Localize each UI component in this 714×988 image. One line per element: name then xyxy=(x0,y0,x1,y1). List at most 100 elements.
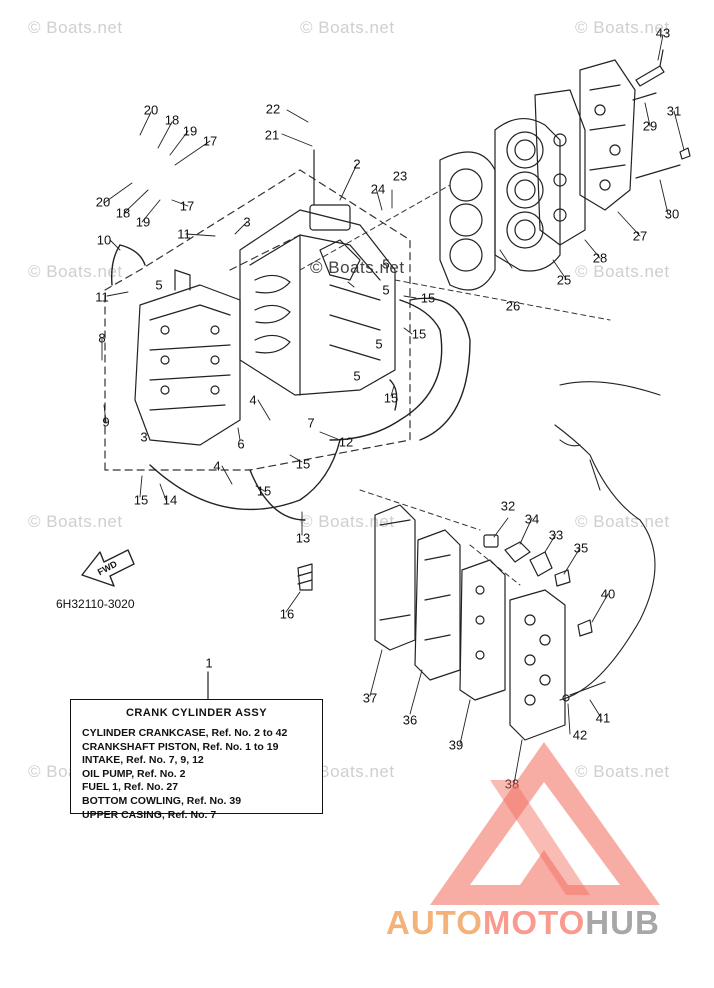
callout-14: 14 xyxy=(162,492,178,508)
callout-15: 15 xyxy=(420,290,436,306)
watermark-center: © Boats.net xyxy=(310,258,405,277)
automotohub-logo-text: AUTOMOTOHUB xyxy=(386,906,660,939)
callout-7: 7 xyxy=(307,415,315,431)
head-gasket-part xyxy=(439,151,496,291)
cylinder-crankcase-part xyxy=(239,149,396,396)
callout-6: 6 xyxy=(237,436,245,452)
reed-valve-plates xyxy=(374,504,566,741)
callout-33: 33 xyxy=(548,527,564,543)
callout-8: 8 xyxy=(98,330,106,346)
watermark: © Boats.net xyxy=(575,262,670,281)
callout-5: 5 xyxy=(382,256,390,272)
legend-row: FUEL 1, Ref. No. 27 xyxy=(82,781,179,794)
crankcase-half-part xyxy=(134,269,241,446)
callout-23: 23 xyxy=(392,168,408,184)
callout-5: 5 xyxy=(353,368,361,384)
callout-5: 5 xyxy=(382,282,390,298)
callout-18: 18 xyxy=(164,112,180,128)
callout-31: 31 xyxy=(666,103,682,119)
callout-15: 15 xyxy=(383,390,399,406)
callout-22: 22 xyxy=(265,101,281,117)
callout-40: 40 xyxy=(600,586,616,602)
watermark: © Boats.net xyxy=(575,512,670,531)
diagram-code: 6H32110-3020 xyxy=(56,597,135,611)
callout-39: 39 xyxy=(448,737,464,753)
watermark: © Boats.net xyxy=(300,762,395,781)
callout-5: 5 xyxy=(155,277,163,293)
legend-title: CRANK CYLINDER ASSY xyxy=(125,707,268,719)
assembly-legend-box: CRANK CYLINDER ASSY CYLINDER CRANKCASE, … xyxy=(70,699,323,821)
callout-17: 17 xyxy=(179,198,195,214)
callout-15: 15 xyxy=(295,456,311,472)
hose-lines xyxy=(110,244,471,521)
callout-13: 13 xyxy=(295,530,311,546)
legend-rows: CYLINDER CRANKCASE, Ref. No. 2 to 42 CRA… xyxy=(82,727,287,822)
callout-41: 41 xyxy=(595,710,611,726)
head-cover-gasket-part xyxy=(534,89,586,246)
callout-37: 37 xyxy=(362,690,378,706)
callout-30: 30 xyxy=(664,206,680,222)
watermark: © Boats.net xyxy=(28,18,123,37)
legend-row: BOTTOM COWLING, Ref. No. 39 xyxy=(82,794,242,807)
callout-3: 3 xyxy=(140,429,148,445)
callout-4: 4 xyxy=(249,392,257,408)
bolts-right xyxy=(632,92,691,179)
assembly-dashed-outline xyxy=(104,169,411,471)
callout-15: 15 xyxy=(411,326,427,342)
callout-17: 17 xyxy=(202,133,218,149)
callout-11: 11 xyxy=(95,289,109,305)
callout-15: 15 xyxy=(256,483,272,499)
callout-10: 10 xyxy=(96,232,112,248)
callout-2: 2 xyxy=(353,156,361,172)
callout-19: 19 xyxy=(135,214,151,230)
callout-1: 1 xyxy=(205,655,213,671)
callout-38: 38 xyxy=(504,776,520,792)
legend-row: CRANKSHAFT PISTON, Ref. No. 1 to 19 xyxy=(82,740,279,753)
cylinder-head-part xyxy=(494,118,561,272)
callout-21: 21 xyxy=(264,127,280,143)
logo-text-hub: HUB xyxy=(585,904,660,941)
callout-18: 18 xyxy=(115,205,131,221)
clip-part xyxy=(297,563,313,591)
callout-9: 9 xyxy=(102,414,110,430)
callout-24: 24 xyxy=(370,181,386,197)
callout-35: 35 xyxy=(573,540,589,556)
logo-text-moto: MOTO xyxy=(482,904,586,941)
callout-26: 26 xyxy=(505,298,521,314)
throttle-cable xyxy=(554,381,661,701)
callout-42: 42 xyxy=(572,727,588,743)
legend-row: OIL PUMP, Ref. No. 2 xyxy=(82,767,186,780)
watermark: © Boats.net xyxy=(28,512,123,531)
callout-36: 36 xyxy=(402,712,418,728)
callout-29: 29 xyxy=(642,118,658,134)
watermark: © Boats.net xyxy=(300,512,395,531)
callout-leaders xyxy=(101,34,685,785)
callout-19: 19 xyxy=(182,123,198,139)
callout-12: 12 xyxy=(338,434,354,450)
callout-27: 27 xyxy=(632,228,648,244)
callout-34: 34 xyxy=(524,511,540,527)
fwd-arrow xyxy=(81,549,135,587)
head-cover-part xyxy=(579,59,636,211)
callout-28: 28 xyxy=(592,250,608,266)
callout-25: 25 xyxy=(556,272,572,288)
callout-11: 11 xyxy=(177,226,191,242)
legend-row: UPPER CASING, Ref. No. 7 xyxy=(82,808,217,821)
callout-32: 32 xyxy=(500,498,516,514)
watermark: © Boats.net xyxy=(28,262,123,281)
watermark: © Boats.net xyxy=(300,18,395,37)
callout-20: 20 xyxy=(143,102,159,118)
callout-3: 3 xyxy=(243,214,251,230)
legend-row: INTAKE, Ref. No. 7, 9, 12 xyxy=(82,754,204,767)
legend-row: CYLINDER CRANKCASE, Ref. No. 2 to 42 xyxy=(82,727,288,739)
callout-16: 16 xyxy=(279,606,295,622)
callout-5: 5 xyxy=(375,336,383,352)
callout-15: 15 xyxy=(133,492,149,508)
callout-43: 43 xyxy=(655,25,671,41)
watermark: © Boats.net xyxy=(575,18,670,37)
callout-20: 20 xyxy=(95,194,111,210)
spark-plug-part xyxy=(635,49,665,87)
callout-4: 4 xyxy=(213,458,221,474)
